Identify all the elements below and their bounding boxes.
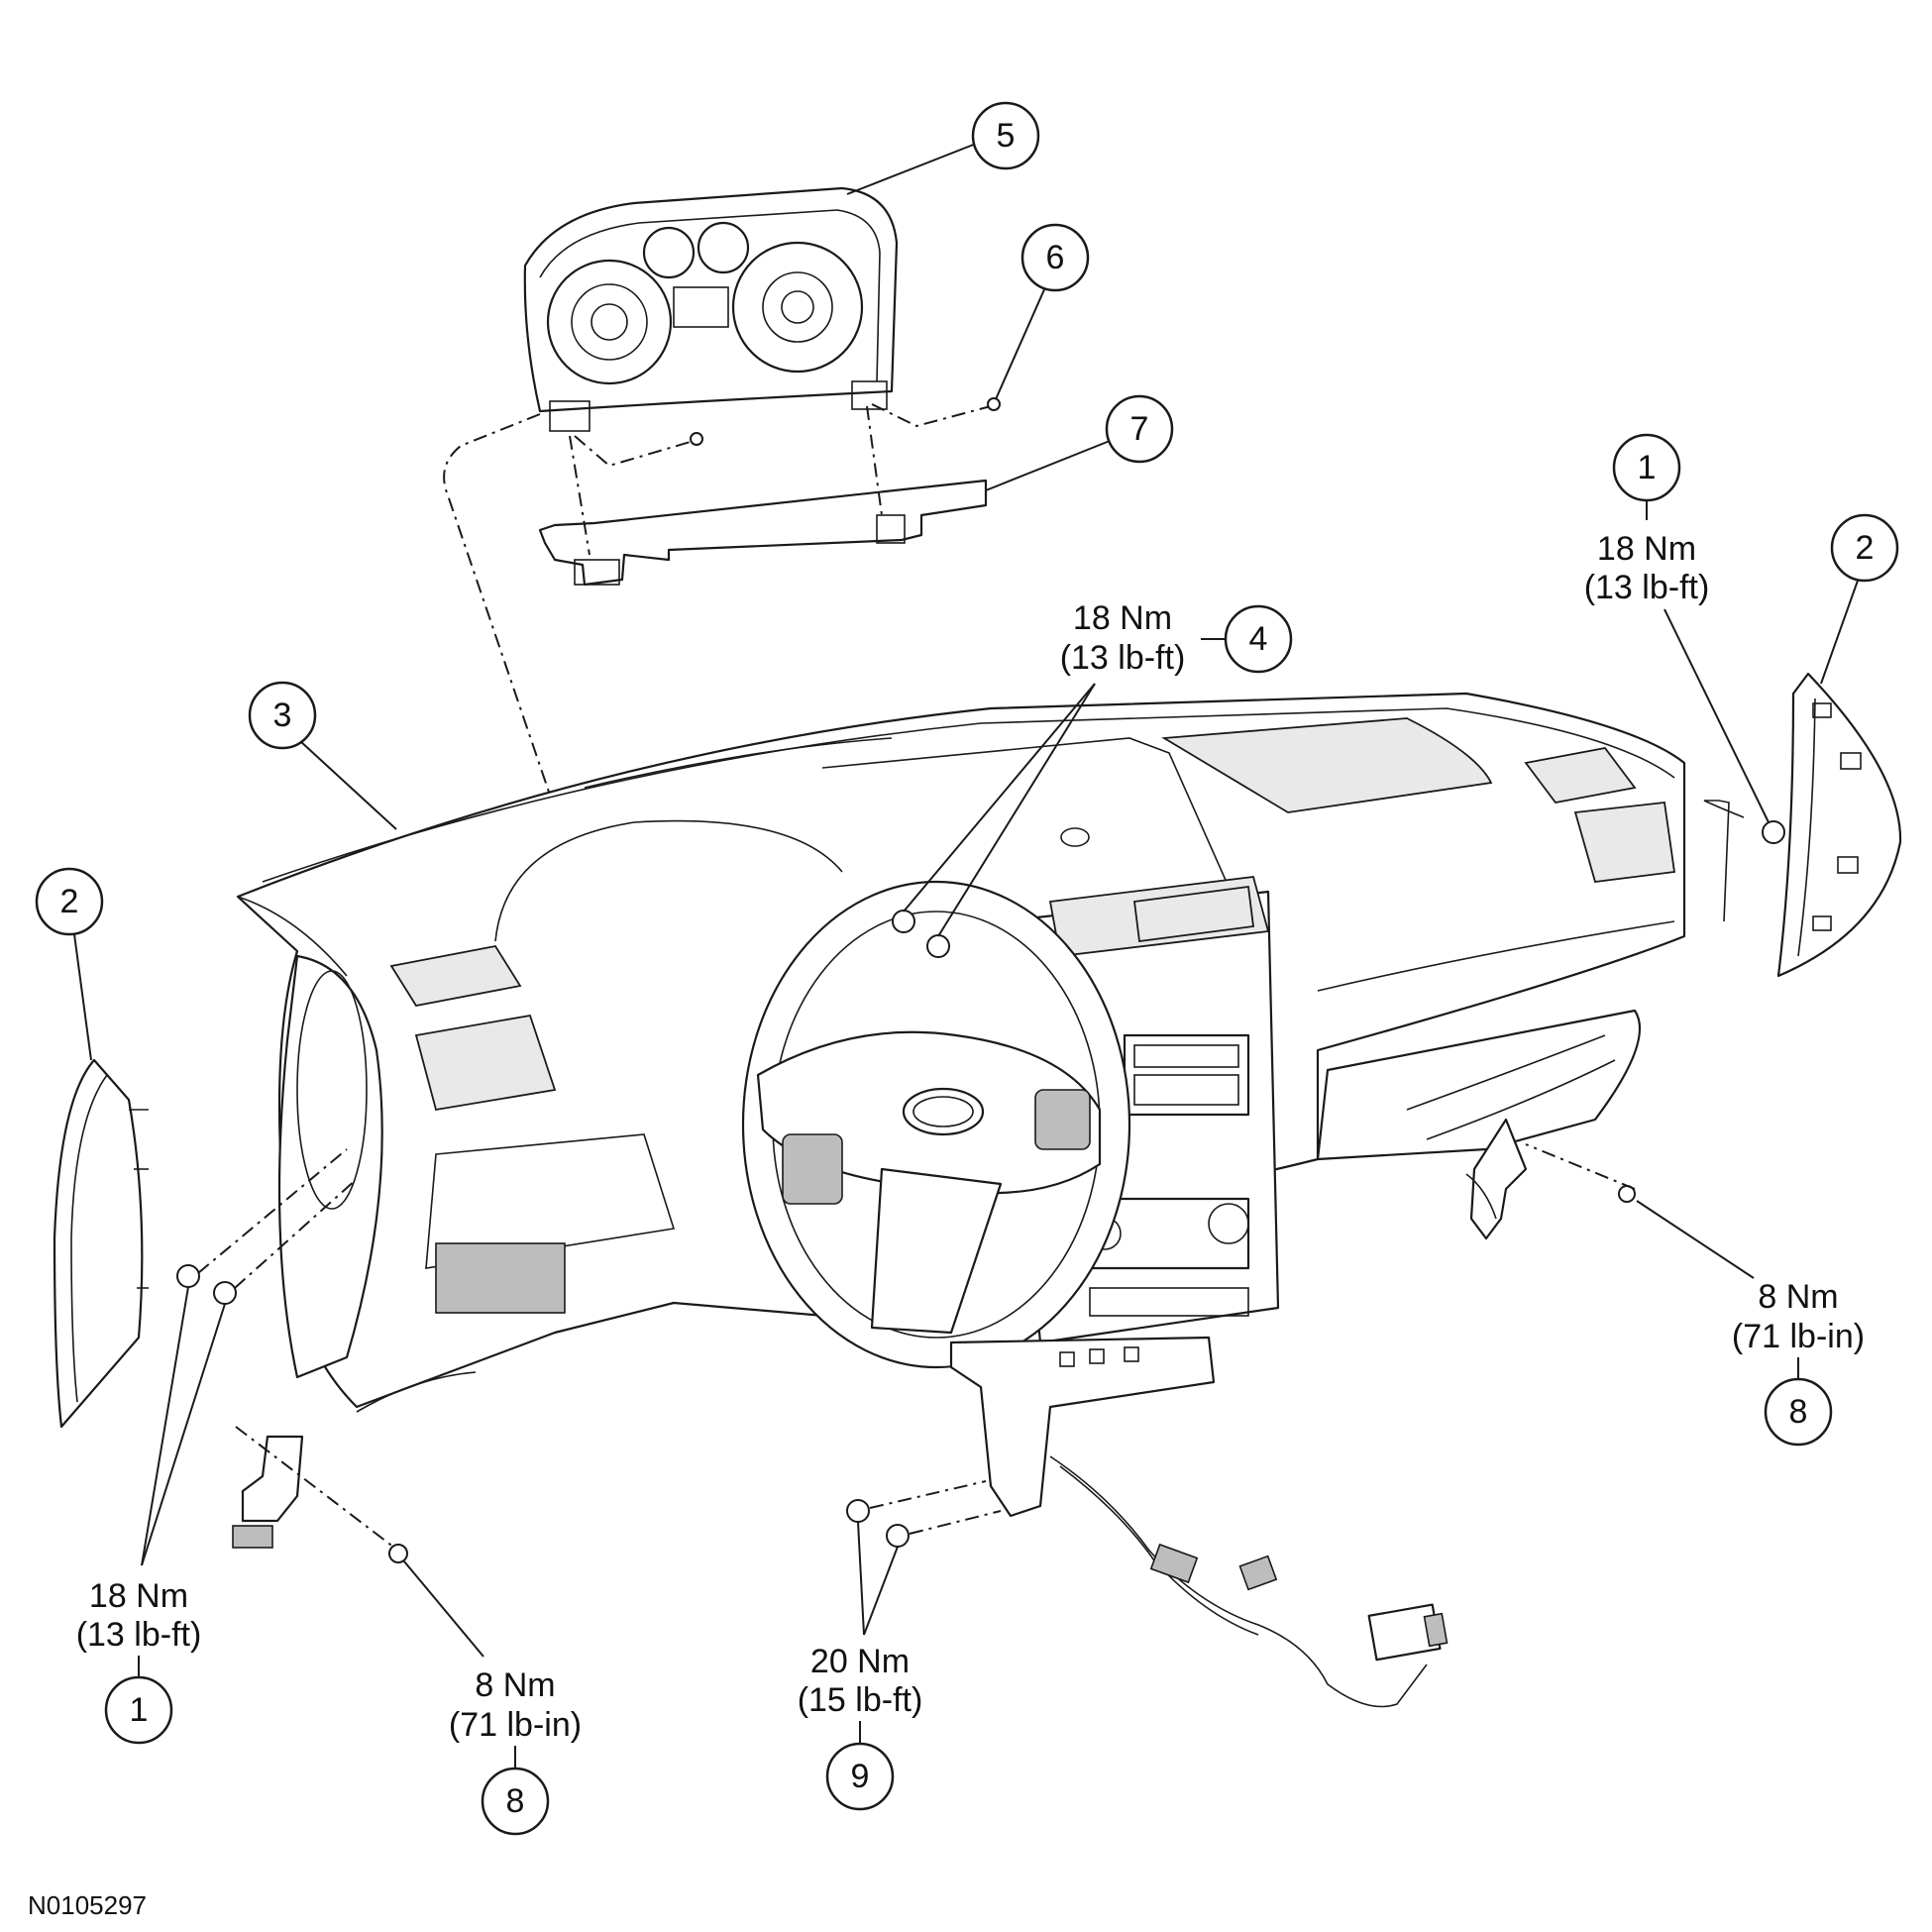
callout-5-label: 5 xyxy=(997,117,1016,155)
callout-5 xyxy=(971,101,1040,170)
callout-9 xyxy=(825,1742,895,1811)
callout-2-right xyxy=(1830,513,1899,583)
callout-8-right-label: 8 xyxy=(1789,1393,1808,1431)
cluster-to-bracket-right xyxy=(866,405,883,516)
callout-1-left xyxy=(104,1675,173,1745)
callout-8-right xyxy=(1764,1377,1833,1447)
steering-wheel xyxy=(741,880,1131,1369)
cluster-fastener-path-right xyxy=(871,403,992,428)
callout-2-left-label: 2 xyxy=(60,883,79,920)
callout-4 xyxy=(1224,604,1293,674)
nut-left-lower xyxy=(388,1544,408,1563)
callout-1-left-label: 1 xyxy=(130,1691,149,1729)
bolt-center-upper xyxy=(892,910,915,933)
right-side-harness-route xyxy=(1703,800,1745,922)
torque-9-nm: 20 Nm xyxy=(810,1643,910,1680)
cluster-fastener-path-left xyxy=(574,435,695,468)
callout-8-left-label: 8 xyxy=(506,1782,525,1820)
callout-2-left xyxy=(35,867,104,936)
bolt-left-upper xyxy=(176,1264,200,1288)
torque-1-right-nm: 18 Nm xyxy=(1597,530,1696,568)
cluster-to-bracket-left xyxy=(569,435,590,556)
left-end-trim-panel xyxy=(53,1058,149,1429)
callout-7-label: 7 xyxy=(1130,410,1149,448)
torque-4-nm: 18 Nm xyxy=(1073,599,1172,637)
torque-8-right-imperial: (71 lb-in) xyxy=(1732,1318,1865,1355)
bolt-center-lower xyxy=(926,934,950,958)
torque-1-left-nm: 18 Nm xyxy=(89,1577,188,1615)
callout-3 xyxy=(248,681,317,750)
bolt-left-lower xyxy=(213,1281,237,1305)
torque-1-left-imperial: (13 lb-ft) xyxy=(76,1616,202,1654)
callout-6-label: 6 xyxy=(1046,239,1065,276)
steering-column-bracket xyxy=(949,1336,1216,1518)
bolt-column-upper xyxy=(846,1499,870,1523)
left-side-bracket xyxy=(241,1435,304,1523)
torque-8-right-nm: 8 Nm xyxy=(1758,1278,1838,1316)
callout-4-label: 4 xyxy=(1249,620,1268,658)
torque-8-left-imperial: (71 lb-in) xyxy=(449,1706,582,1744)
torque-4-imperial: (13 lb-ft) xyxy=(1060,639,1186,677)
callout-8-left xyxy=(481,1767,550,1836)
wiring-harness xyxy=(1049,1455,1449,1708)
figure-id: N0105297 xyxy=(28,1890,147,1920)
right-side-bracket xyxy=(1469,1118,1528,1240)
right-end-trim-panel xyxy=(1776,672,1902,978)
callout-1-right-label: 1 xyxy=(1638,449,1657,486)
torque-9-imperial: (15 lb-ft) xyxy=(798,1681,923,1719)
instrument-cluster xyxy=(523,186,899,432)
cluster-screw-left xyxy=(690,432,703,446)
torque-8-left-nm: 8 Nm xyxy=(475,1666,555,1704)
torque-1-right-imperial: (13 lb-ft) xyxy=(1584,569,1710,606)
callout-3-label: 3 xyxy=(273,697,292,734)
callout-6 xyxy=(1020,223,1090,292)
callout-2-right-label: 2 xyxy=(1856,529,1875,567)
callout-7 xyxy=(1105,394,1174,464)
cluster-screw-right xyxy=(987,397,1001,411)
callout-9-label: 9 xyxy=(851,1758,870,1795)
bolt-column-lower xyxy=(886,1524,910,1548)
bolt-right-side xyxy=(1762,820,1785,844)
cluster-bracket xyxy=(538,479,988,587)
